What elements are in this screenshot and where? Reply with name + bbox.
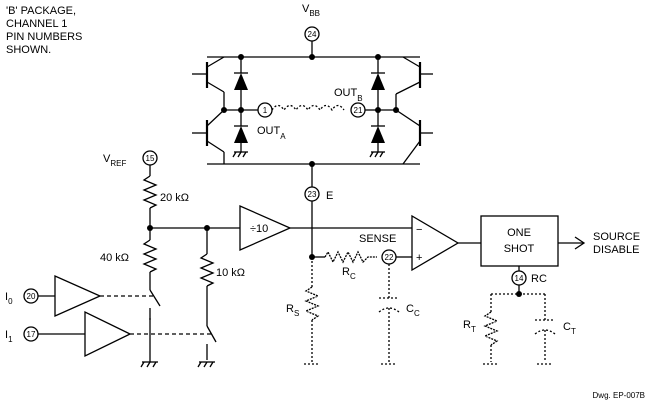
pin-vref-number: 15 bbox=[146, 154, 155, 163]
out-a-label: OUTA bbox=[257, 125, 286, 141]
pin-vbb-number: 24 bbox=[308, 30, 317, 39]
i1-label: I1 bbox=[5, 329, 13, 344]
comparator bbox=[411, 214, 460, 272]
note-line-2: CHANNEL 1 bbox=[6, 18, 67, 30]
comparator-plus: + bbox=[416, 252, 422, 264]
pin-out-b-number: 21 bbox=[354, 106, 363, 115]
divide-by-ten-label: ÷10 bbox=[250, 223, 268, 235]
resistor-20k-label: 20 kΩ bbox=[160, 192, 189, 204]
one-shot-line-1: ONE bbox=[507, 227, 531, 239]
resistor-rs bbox=[304, 286, 320, 321]
rt-label: RT bbox=[463, 319, 476, 334]
h-bridge: VBB 24 bbox=[192, 3, 433, 167]
resistor-20k bbox=[142, 175, 158, 209]
sense-label: SENSE bbox=[359, 233, 396, 245]
out-b-label: OUTB bbox=[334, 87, 363, 103]
drawing-number: Dwg. EP-007B bbox=[593, 391, 645, 400]
pin-out-a-number: 1 bbox=[263, 106, 268, 115]
buffer-i1 bbox=[84, 310, 132, 358]
resistor-40k-label: 40 kΩ bbox=[100, 252, 129, 264]
note-line-3: PIN NUMBERS bbox=[6, 31, 82, 43]
switch-i1 bbox=[206, 325, 217, 343]
rs-label: RS bbox=[286, 303, 299, 318]
rc-label: RC bbox=[342, 266, 356, 281]
resistor-10k bbox=[199, 253, 215, 287]
reference-divider: VREF 15 20 kΩ 40 kΩ 10 kΩ bbox=[100, 150, 245, 368]
ct-label: CT bbox=[563, 321, 576, 336]
note-line-4: SHOWN. bbox=[6, 44, 51, 56]
one-shot-block bbox=[480, 215, 559, 267]
i0-label: I0 bbox=[5, 291, 13, 306]
load-winding bbox=[271, 104, 345, 112]
pin-e-number: 23 bbox=[308, 190, 317, 199]
resistor-rt bbox=[483, 311, 499, 346]
divide-by-ten-amp bbox=[239, 205, 292, 251]
output-arrow bbox=[574, 236, 586, 250]
switch-i0 bbox=[149, 289, 161, 307]
one-shot-line-2: SHOT bbox=[504, 243, 535, 255]
timing-network: 14 RC RT CT bbox=[463, 266, 576, 365]
logic-inputs: I0 20 I1 17 bbox=[5, 274, 212, 358]
resistor-10k-label: 10 kΩ bbox=[216, 267, 245, 279]
comparator-minus: − bbox=[416, 224, 422, 236]
buffer-i0 bbox=[54, 274, 102, 318]
e-label: E bbox=[326, 190, 333, 202]
resistor-40k bbox=[142, 239, 158, 273]
resistor-rc bbox=[324, 250, 377, 264]
vbb-label: VBB bbox=[302, 3, 320, 18]
pin-i1-number: 17 bbox=[27, 330, 36, 339]
pin-i0-number: 20 bbox=[27, 292, 36, 301]
pin-rc-number: 14 bbox=[515, 274, 524, 283]
cc-label: CC bbox=[406, 303, 420, 318]
source-disable-line-1: SOURCE bbox=[593, 231, 640, 243]
pin-sense-number: 22 bbox=[385, 253, 394, 262]
vref-label: VREF bbox=[103, 153, 126, 168]
source-disable-line-2: DISABLE bbox=[593, 244, 639, 256]
rc-pin-label: RC bbox=[531, 273, 547, 285]
sense-network: RC 22 SENSE RS CC bbox=[286, 233, 420, 365]
note-line-1: 'B' PACKAGE, bbox=[6, 5, 76, 17]
